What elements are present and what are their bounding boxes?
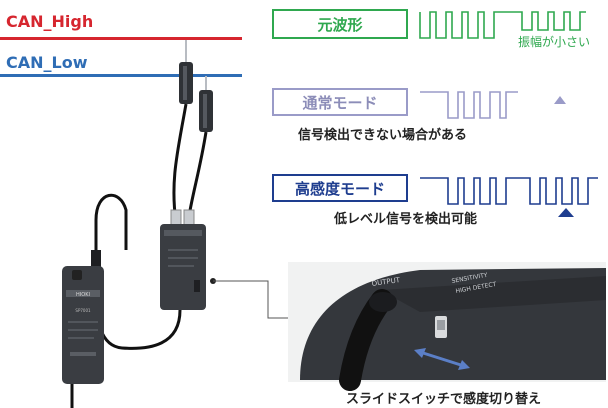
high-sensitivity-marker [558, 208, 574, 217]
high-sensitivity-caption: 低レベル信号を検出可能 [334, 212, 478, 227]
can-low-label: CAN_Low [6, 53, 88, 72]
can-high-line [0, 37, 242, 40]
switch-photo-inset: OUTPUT SENSITIVITY HIGH DETECT [288, 262, 606, 391]
small-amplitude-note: 振幅が小さい [518, 35, 591, 49]
normal-mode-caption: 信号検出できない場合がある [298, 128, 468, 143]
normal-mode-box: 通常モード [272, 88, 408, 116]
high-sensitivity-mode-box: 高感度モード [272, 174, 408, 202]
model-mark: SP7001 [75, 308, 91, 313]
normal-marker [554, 96, 566, 104]
slide-direction-arrow [419, 350, 465, 368]
connector-line [213, 280, 288, 319]
original-waveform-box: 元波形 [272, 9, 408, 39]
normal-mode-label: 通常モード [302, 93, 378, 112]
original-waveform-label: 元波形 [317, 15, 363, 34]
can-low-line [0, 74, 242, 77]
can-high-label: CAN_High [6, 12, 94, 31]
waveform-normal [420, 91, 518, 119]
waveform-high-sensitivity [420, 177, 598, 205]
brand-mark: HIOKI [76, 292, 90, 298]
waveform-original [419, 11, 586, 39]
high-sensitivity-mode-label: 高感度モード [294, 179, 385, 198]
inset-output-text: OUTPUT [371, 276, 401, 288]
inset-caption: スライドスイッチで感度切り替え [346, 392, 542, 407]
probe-cable-high [172, 103, 188, 223]
